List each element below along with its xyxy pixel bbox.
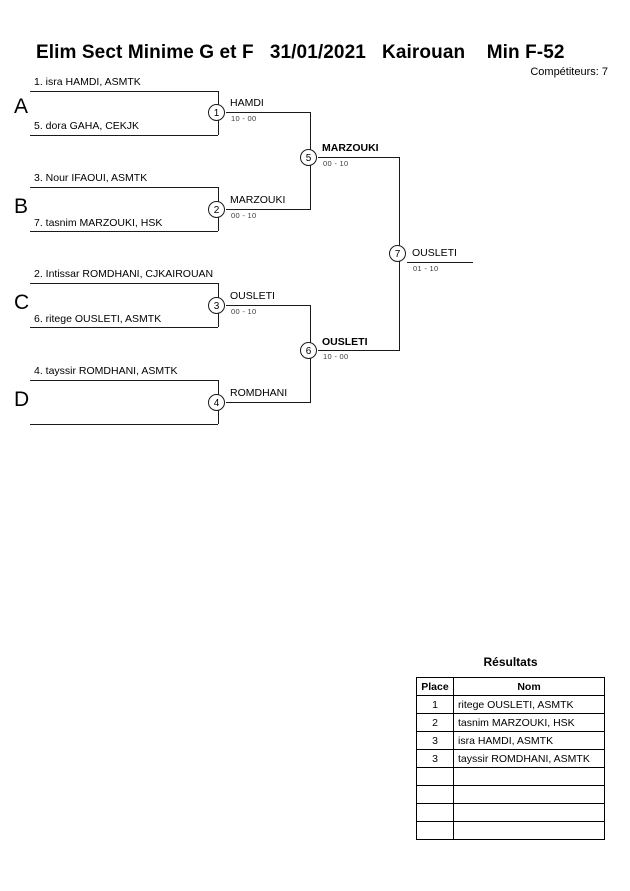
bracket-line bbox=[226, 209, 311, 210]
result-place: 1 bbox=[416, 695, 454, 714]
result-name: ritege OUSLETI, ASMTK bbox=[453, 695, 605, 714]
result-name bbox=[453, 767, 605, 786]
result-name: tayssir ROMDHANI, ASMTK bbox=[453, 749, 605, 768]
result-place bbox=[416, 821, 454, 840]
result-place: 3 bbox=[416, 749, 454, 768]
bracket-line bbox=[30, 380, 218, 381]
result-name bbox=[453, 821, 605, 840]
result-place bbox=[416, 785, 454, 804]
group-letter-a: A bbox=[14, 95, 29, 118]
bracket-line bbox=[30, 231, 218, 232]
entrant-b-bottom: 7. tasnim MARZOUKI, HSK bbox=[34, 217, 163, 229]
result-name: isra HAMDI, ASMTK bbox=[453, 731, 605, 750]
competitors-count: Compétiteurs: 7 bbox=[530, 66, 608, 78]
match-number-5[interactable]: 5 bbox=[300, 149, 317, 166]
match-score-2: 00 - 10 bbox=[231, 211, 257, 220]
bracket-line bbox=[30, 91, 218, 92]
entrant-d-top: 4. tayssir ROMDHANI, ASMTK bbox=[34, 365, 178, 377]
match-number-6[interactable]: 6 bbox=[300, 342, 317, 359]
entrant-c-top: 2. Intissar ROMDHANI, CJKAIROUAN bbox=[34, 268, 214, 280]
table-row bbox=[416, 821, 605, 840]
match-score-3: 00 - 10 bbox=[231, 307, 257, 316]
match-winner-3: OUSLETI bbox=[230, 290, 275, 302]
match-number-4[interactable]: 4 bbox=[208, 394, 225, 411]
table-row bbox=[416, 767, 605, 786]
match-winner-1: HAMDI bbox=[230, 97, 264, 109]
match-winner-5: MARZOUKI bbox=[322, 142, 379, 154]
bracket-line bbox=[226, 402, 311, 403]
bracket-line bbox=[226, 305, 311, 306]
match-winner-4: ROMDHANI bbox=[230, 387, 288, 399]
match-number-3[interactable]: 3 bbox=[208, 297, 225, 314]
table-row: 3 isra HAMDI, ASMTK bbox=[416, 731, 605, 750]
entrant-c-bottom: 6. ritege OUSLETI, ASMTK bbox=[34, 313, 162, 325]
table-row: 2 tasnim MARZOUKI, HSK bbox=[416, 713, 605, 732]
bracket-line bbox=[30, 187, 218, 188]
table-row bbox=[416, 785, 605, 804]
bracket-line bbox=[30, 135, 218, 136]
match-winner-6: OUSLETI bbox=[322, 336, 368, 348]
result-name bbox=[453, 785, 605, 804]
match-score-7: 01 - 10 bbox=[413, 264, 439, 273]
results-table: Place Nom 1 ritege OUSLETI, ASMTK 2 tasn… bbox=[416, 677, 605, 840]
match-score-1: 10 - 00 bbox=[231, 114, 257, 123]
match-number-1[interactable]: 1 bbox=[208, 104, 225, 121]
table-row: 3 tayssir ROMDHANI, ASMTK bbox=[416, 749, 605, 768]
bracket-line bbox=[318, 350, 400, 351]
table-row bbox=[416, 803, 605, 822]
table-row: 1 ritege OUSLETI, ASMTK bbox=[416, 695, 605, 714]
result-place: 3 bbox=[416, 731, 454, 750]
column-header-place: Place bbox=[416, 677, 454, 696]
bracket-line bbox=[407, 262, 473, 263]
match-number-7[interactable]: 7 bbox=[389, 245, 406, 262]
entrant-a-top: 1. isra HAMDI, ASMTK bbox=[34, 76, 141, 88]
result-place bbox=[416, 803, 454, 822]
match-winner-7: OUSLETI bbox=[412, 247, 457, 259]
group-letter-b: B bbox=[14, 195, 29, 218]
group-letter-d: D bbox=[14, 388, 30, 411]
match-score-6: 10 - 00 bbox=[323, 352, 349, 361]
bracket-line bbox=[30, 327, 218, 328]
entrant-b-top: 3. Nour IFAOUI, ASMTK bbox=[34, 172, 148, 184]
entrant-a-bottom: 5. dora GAHA, CEKJK bbox=[34, 120, 140, 132]
result-place: 2 bbox=[416, 713, 454, 732]
match-number-2[interactable]: 2 bbox=[208, 201, 225, 218]
results-title: Résultats bbox=[483, 655, 538, 669]
match-score-5: 00 - 10 bbox=[323, 159, 349, 168]
result-name bbox=[453, 803, 605, 822]
group-letter-c: C bbox=[14, 291, 30, 314]
result-name: tasnim MARZOUKI, HSK bbox=[453, 713, 605, 732]
match-winner-2: MARZOUKI bbox=[230, 194, 286, 206]
page-title: Elim Sect Minime G et F 31/01/2021 Kairo… bbox=[36, 42, 565, 63]
bracket-line bbox=[226, 112, 311, 113]
bracket-line bbox=[30, 283, 218, 284]
bracket-line bbox=[30, 424, 218, 425]
column-header-nom: Nom bbox=[453, 677, 605, 696]
results-header-row: Place Nom bbox=[416, 677, 605, 696]
result-place bbox=[416, 767, 454, 786]
bracket-line bbox=[318, 157, 400, 158]
